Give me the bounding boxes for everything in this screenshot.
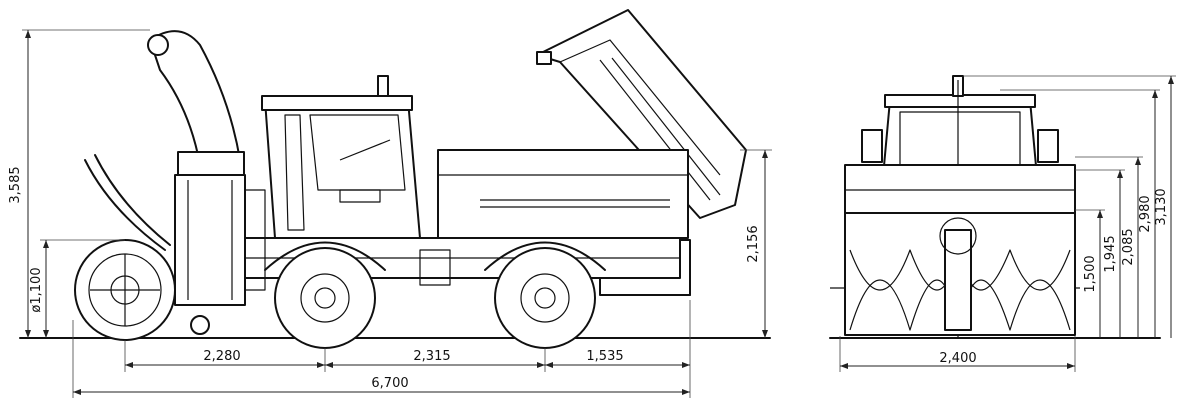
label-front-to-axle: 2,280 [203, 349, 240, 364]
label-wheelbase: 2,315 [413, 349, 450, 364]
label-h4: 2,980 [1138, 195, 1153, 232]
label-rear-overhang: 1,535 [586, 349, 623, 364]
rear-wheel [484, 241, 606, 349]
front-view: 2,400 1,500 1,945 2,085 2,980 3,130 [829, 75, 1176, 372]
label-overall-length: 6,700 [371, 376, 408, 391]
dim-front-width: 2,400 [839, 336, 1076, 372]
label-h5: 3,130 [1154, 188, 1169, 225]
dim-body-height: 2,156 [740, 149, 772, 338]
label-auger-diameter: ø1,100 [29, 267, 44, 312]
label-h1: 1,500 [1083, 255, 1098, 292]
front-wings [844, 164, 1076, 214]
label-total-height: 3,585 [8, 166, 23, 203]
dump-bed [536, 9, 747, 219]
dim-axles: 2,280 2,315 1,535 [124, 300, 691, 372]
dim-auger-diameter: ø1,100 [29, 239, 125, 338]
label-h2: 1,945 [1103, 235, 1118, 272]
blower-chute [147, 30, 245, 178]
front-wheel [264, 241, 386, 349]
dim-overall-length: 6,700 [72, 320, 691, 398]
blower-housing [84, 154, 266, 306]
dim-total-height: 3,585 [8, 29, 150, 338]
cab [261, 75, 421, 239]
side-view: 3,585 ø1,100 2,156 [8, 9, 772, 398]
front-auger-housing [844, 212, 1076, 336]
label-h3: 2,085 [1121, 228, 1136, 265]
dim-front-heights: 1,500 1,945 2,085 2,980 3,130 [963, 75, 1176, 338]
label-body-height: 2,156 [746, 225, 761, 262]
label-front-width: 2,400 [939, 351, 976, 366]
chassis [179, 237, 681, 286]
